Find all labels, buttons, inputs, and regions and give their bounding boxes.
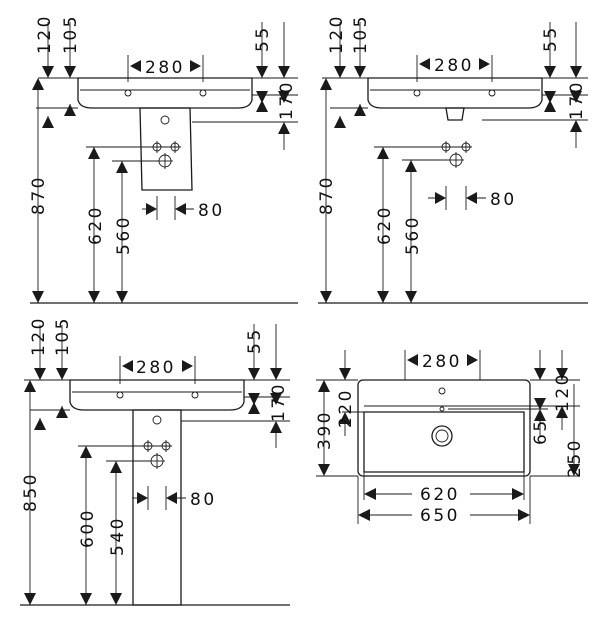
tap-hole-right	[191, 391, 199, 399]
dim-220: 220	[336, 388, 356, 428]
dim-55: 55	[541, 25, 561, 52]
dim-80: 80	[190, 490, 217, 510]
dim-55: 55	[245, 327, 265, 354]
tap-hole-right	[199, 89, 207, 97]
dim-870: 870	[29, 175, 49, 215]
dim-870: 870	[317, 175, 337, 215]
basin-outline	[367, 77, 543, 109]
drain-outer	[431, 425, 453, 447]
dim-280: 280	[434, 56, 474, 76]
dim-600: 600	[78, 508, 98, 548]
view-top: 280 390 220 120 65 250 620 650	[315, 350, 585, 526]
siphon-cover	[445, 107, 465, 121]
dim-170: 170	[567, 80, 587, 120]
view-wall-hung: 120 105 280 55 170 870 620 560 80	[317, 14, 588, 304]
dim-280: 280	[422, 352, 462, 372]
connection-icon	[440, 141, 472, 168]
dim-390: 390	[315, 410, 335, 450]
view-full-pedestal: 120 105 280 55 170 850 600 540 80	[20, 316, 290, 606]
dim-540: 540	[108, 516, 128, 556]
tap-hole	[438, 387, 446, 395]
dim-620: 620	[86, 205, 106, 245]
dim-170: 170	[269, 382, 289, 422]
dim-850: 850	[21, 472, 41, 512]
half-pedestal	[139, 107, 193, 191]
dim-105: 105	[351, 14, 371, 54]
tap-hole-left	[124, 89, 132, 97]
dim-65: 65	[531, 418, 551, 445]
tap-hole-left	[116, 391, 124, 399]
basin-outline	[77, 77, 253, 109]
full-pedestal	[132, 409, 182, 606]
dim-80: 80	[198, 201, 225, 221]
dim-560: 560	[114, 215, 134, 255]
dim-120: 120	[327, 14, 347, 54]
dim-55: 55	[253, 25, 273, 52]
dim-105: 105	[53, 316, 73, 356]
dim-250: 250	[565, 438, 585, 478]
dim-120: 120	[35, 14, 55, 54]
basin-top-outline	[357, 379, 531, 477]
basin-outline	[69, 379, 245, 411]
dim-620: 620	[375, 205, 395, 245]
dim-105: 105	[61, 14, 81, 54]
connection-icon	[142, 440, 172, 469]
waste-outlet	[160, 115, 170, 125]
dim-170: 170	[277, 80, 297, 120]
waste-outlet	[152, 415, 162, 425]
view-half-pedestal: 120 105 280 55 170 870 620 560 80	[29, 14, 298, 304]
dim-650: 650	[420, 506, 460, 526]
tap-hole-left	[413, 89, 421, 97]
dim-120: 120	[29, 316, 49, 356]
tap-hole-right	[488, 89, 496, 97]
drain-inner	[435, 429, 449, 443]
dim-560: 560	[403, 215, 423, 255]
dim-80: 80	[490, 190, 517, 210]
dim-620: 620	[420, 485, 460, 505]
dim-280: 280	[145, 58, 185, 78]
dim-120: 120	[553, 372, 573, 412]
connection-icon	[151, 141, 181, 169]
overflow	[439, 406, 445, 412]
dim-280: 280	[136, 358, 176, 378]
